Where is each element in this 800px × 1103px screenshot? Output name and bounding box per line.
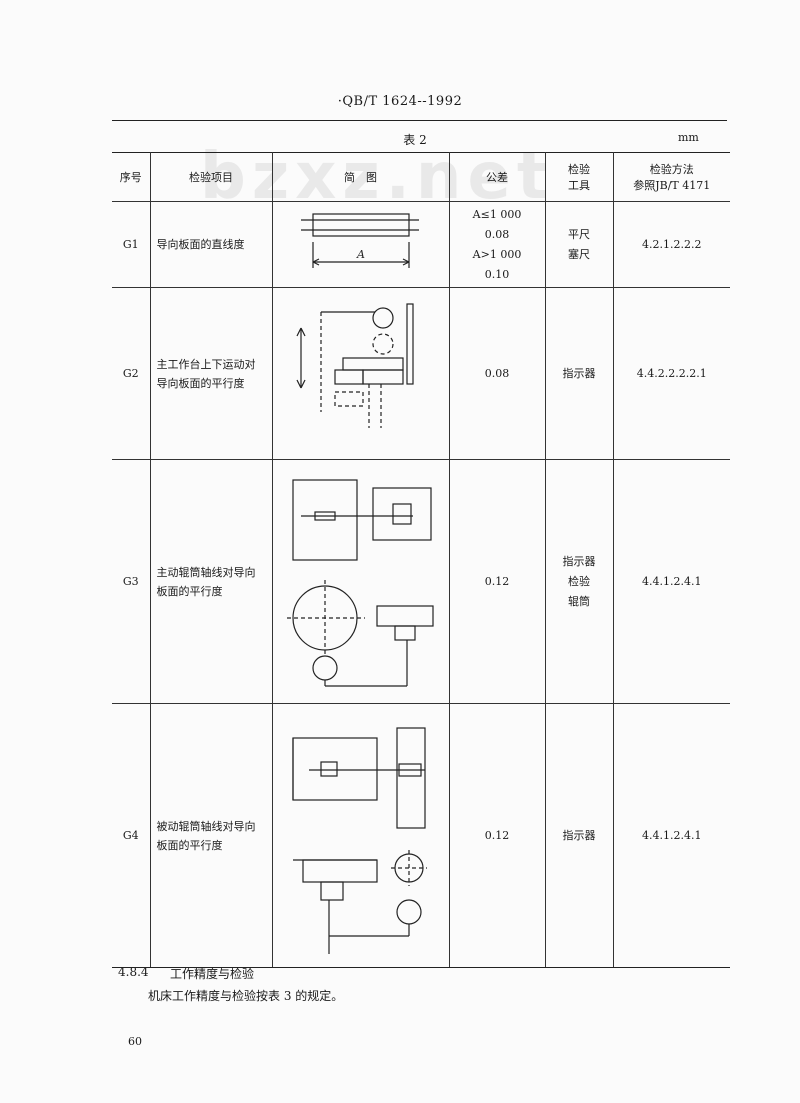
col-header-tool: 检验 工具 [544,152,614,202]
standard-header: ·QB/T 1624--1992 [337,94,463,109]
section-number: 4.8.4 [118,965,149,979]
table-row: G3 主动辊筒轴线对导向板面的平行度 0.12 指示器 [112,459,730,704]
row-id: G4 [112,703,151,968]
table-row: G4 被动辊筒轴线对导向板面的平行度 0.12 [112,703,730,968]
section-text: 机床工作精度与检验按表 3 的规定。 [148,989,344,1003]
row-tools: 平尺 塞尺 [544,201,614,288]
section-title: 工作精度与检验 [170,967,255,981]
page-number: 60 [128,1035,142,1048]
table-row: G1 导向板面的直线度 A A≤1 000 0.08 A>1 000 0.10 … [112,201,730,288]
row-item: 主动辊筒轴线对导向板面的平行度 [149,459,273,704]
row-method: 4.4.1.2.4.1 [612,703,730,968]
row-id: G2 [112,287,151,460]
row-item: 主工作台上下运动对导向板面的平行度 [149,287,273,460]
row-tolerance: 0.12 [448,459,546,704]
driven-roller-diagram [291,727,427,954]
row-tolerance: 0.12 [448,703,546,968]
row-item: 被动辊筒轴线对导向板面的平行度 [149,703,273,968]
inspection-table: 序号 检验项目 简 图 公差 检验 工具 检验方法 参照JB/T 4171 G1… [112,152,730,968]
col-header-diagram: 简 图 [271,152,450,202]
row-tools: 指示器 检验 辊筒 [544,459,614,704]
row-diagram [271,703,450,968]
dimension-label: A [356,248,365,261]
table-row: G2 主工作台上下运动对导向板面的平行度 0.08 指示器 4 [112,287,730,460]
table-header-row: 序号 检验项目 简 图 公差 检验 工具 检验方法 参照JB/T 4171 [112,152,730,202]
col-header-item: 检验项目 [149,152,273,202]
row-method: 4.2.1.2.2.2 [612,201,730,288]
row-tools: 指示器 [544,703,614,968]
drive-roller-diagram [286,479,434,687]
row-diagram: A [271,201,450,288]
header-rule [112,120,727,121]
row-id: G1 [112,201,151,288]
col-header-seq: 序号 [112,152,151,202]
row-method: 4.4.2.2.2.2.1 [612,287,730,460]
row-item: 导向板面的直线度 [149,201,273,288]
row-tolerance: A≤1 000 0.08 A>1 000 0.10 [448,201,546,288]
col-header-method: 检验方法 参照JB/T 4171 [612,152,730,202]
row-diagram [271,287,450,460]
table-caption: 表 2 [403,133,427,147]
table-motion-diagram [295,303,414,428]
col-header-tolerance: 公差 [448,152,546,202]
row-id: G3 [112,459,151,704]
row-tools: 指示器 [544,287,614,460]
straightness-diagram: A [300,213,419,268]
table-unit: mm [678,131,699,144]
row-tolerance: 0.08 [448,287,546,460]
row-method: 4.4.1.2.4.1 [612,459,730,704]
row-diagram [271,459,450,704]
